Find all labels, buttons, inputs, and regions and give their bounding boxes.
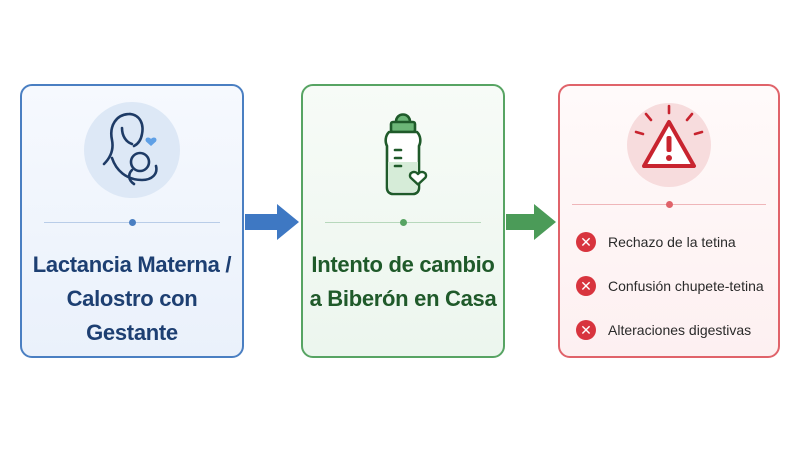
card-title-line-1: Lactancia Materna / [32,252,232,277]
issue-label: Alteraciones digestivas [608,322,752,338]
card-title-line-2: a Biberón en Casa [309,286,497,311]
close-circle-icon: ✕ [576,232,596,252]
consequences-card: ✕ Rechazo de la tetina ✕ Confusión chupe… [558,84,780,358]
list-item: ✕ Confusión chupete-tetina [574,264,774,308]
card-title: Intento de cambio a Biberón en Casa [303,248,503,316]
card-title: Lactancia Materna / Calostro con Gestant… [22,248,242,350]
arrow-right-icon [506,204,556,240]
card-title-line-1: Intento de cambio [311,252,495,277]
card-divider [572,201,766,208]
close-circle-icon: ✕ [576,320,596,340]
mother-nursing-baby-icon [84,102,180,198]
list-item: ✕ Rechazo de la tetina [574,220,774,264]
issue-label: Confusión chupete-tetina [608,278,764,294]
issue-list: ✕ Rechazo de la tetina ✕ Confusión chupe… [574,220,774,352]
list-item: ✕ Alteraciones digestivas [574,308,774,352]
close-circle-icon: ✕ [576,276,596,296]
baby-bottle-heart-icon [384,113,428,196]
card-divider [325,219,481,226]
card-title-line-2: Calostro con Gestante [66,286,198,345]
bottle-switch-card: Intento de cambio a Biberón en Casa [301,84,505,358]
card-divider [44,219,220,226]
warning-triangle-icon [627,103,711,187]
issue-label: Rechazo de la tetina [608,234,736,250]
arrow-right-icon [245,204,299,240]
breastfeeding-card: Lactancia Materna / Calostro con Gestant… [20,84,244,358]
